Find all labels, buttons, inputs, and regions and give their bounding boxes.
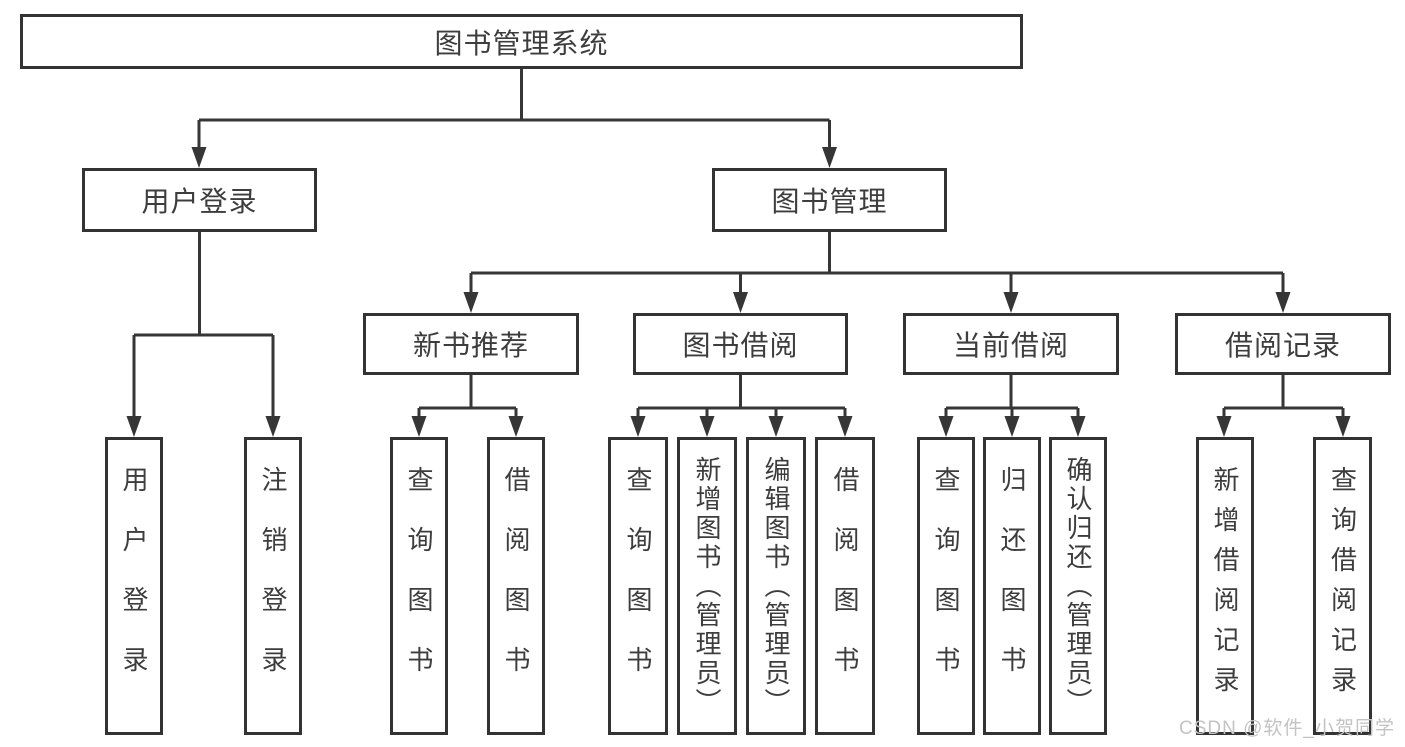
leaf-return-books: 归还图书 [983, 437, 1041, 735]
node-borrowing-records: 借阅记录 [1175, 313, 1391, 375]
leaf-query-books-current: 查询图书 [917, 437, 975, 735]
leaf-borrow-books-label: 借阅图书 [830, 466, 860, 706]
node-user-login: 用户登录 [82, 168, 317, 232]
leaf-user-login-label: 用户登录 [119, 466, 149, 706]
leaf-query-books-recommend-label: 查询图书 [404, 466, 434, 706]
node-library-system-label: 图书管理系统 [434, 27, 609, 59]
leaf-edit-book-admin-label: 编辑图书（管理员） [761, 455, 791, 717]
leaf-logout-label: 注销登录 [258, 466, 288, 706]
leaf-add-borrow-record: 新增借阅记录 [1196, 437, 1254, 735]
leaf-query-books-current-label: 查询图书 [931, 466, 961, 706]
leaf-confirm-return-admin-label: 确认归还（管理员） [1063, 455, 1093, 717]
node-book-management: 图书管理 [712, 168, 947, 232]
leaf-borrow-books: 借阅图书 [815, 437, 875, 735]
node-book-borrowing-label: 图书借阅 [682, 330, 799, 361]
node-new-book-recommend-label: 新书推荐 [412, 330, 529, 361]
leaf-logout: 注销登录 [244, 437, 302, 735]
node-current-borrowing: 当前借阅 [903, 313, 1119, 375]
leaf-add-borrow-record-label: 新增借阅记录 [1210, 466, 1240, 706]
leaf-query-books-borrow: 查询图书 [608, 437, 668, 735]
leaf-query-borrow-record: 查询借阅记录 [1313, 437, 1372, 735]
watermark: CSDN @软件_小贺同学 [1179, 718, 1395, 739]
leaf-user-login: 用户登录 [105, 437, 163, 735]
leaf-add-book-admin-label: 新增图书（管理员） [692, 455, 722, 717]
leaf-add-book-admin: 新增图书（管理员） [677, 437, 737, 735]
leaf-borrow-books-recommend: 借阅图书 [487, 437, 545, 735]
leaf-query-borrow-record-label: 查询借阅记录 [1327, 466, 1358, 706]
node-library-system: 图书管理系统 [20, 14, 1023, 69]
leaf-edit-book-admin: 编辑图书（管理员） [746, 437, 806, 735]
leaf-query-books-borrow-label: 查询图书 [623, 466, 653, 706]
leaf-borrow-books-recommend-label: 借阅图书 [501, 466, 531, 706]
node-borrowing-records-label: 借阅记录 [1224, 330, 1341, 361]
node-new-book-recommend: 新书推荐 [363, 313, 579, 375]
node-book-management-label: 图书管理 [771, 186, 888, 217]
node-current-borrowing-label: 当前借阅 [952, 330, 1069, 361]
leaf-return-books-label: 归还图书 [997, 466, 1027, 706]
leaf-query-books-recommend: 查询图书 [390, 437, 448, 735]
leaf-confirm-return-admin: 确认归还（管理员） [1049, 437, 1107, 735]
node-book-borrowing: 图书借阅 [633, 313, 848, 375]
node-user-login-label: 用户登录 [141, 186, 258, 217]
